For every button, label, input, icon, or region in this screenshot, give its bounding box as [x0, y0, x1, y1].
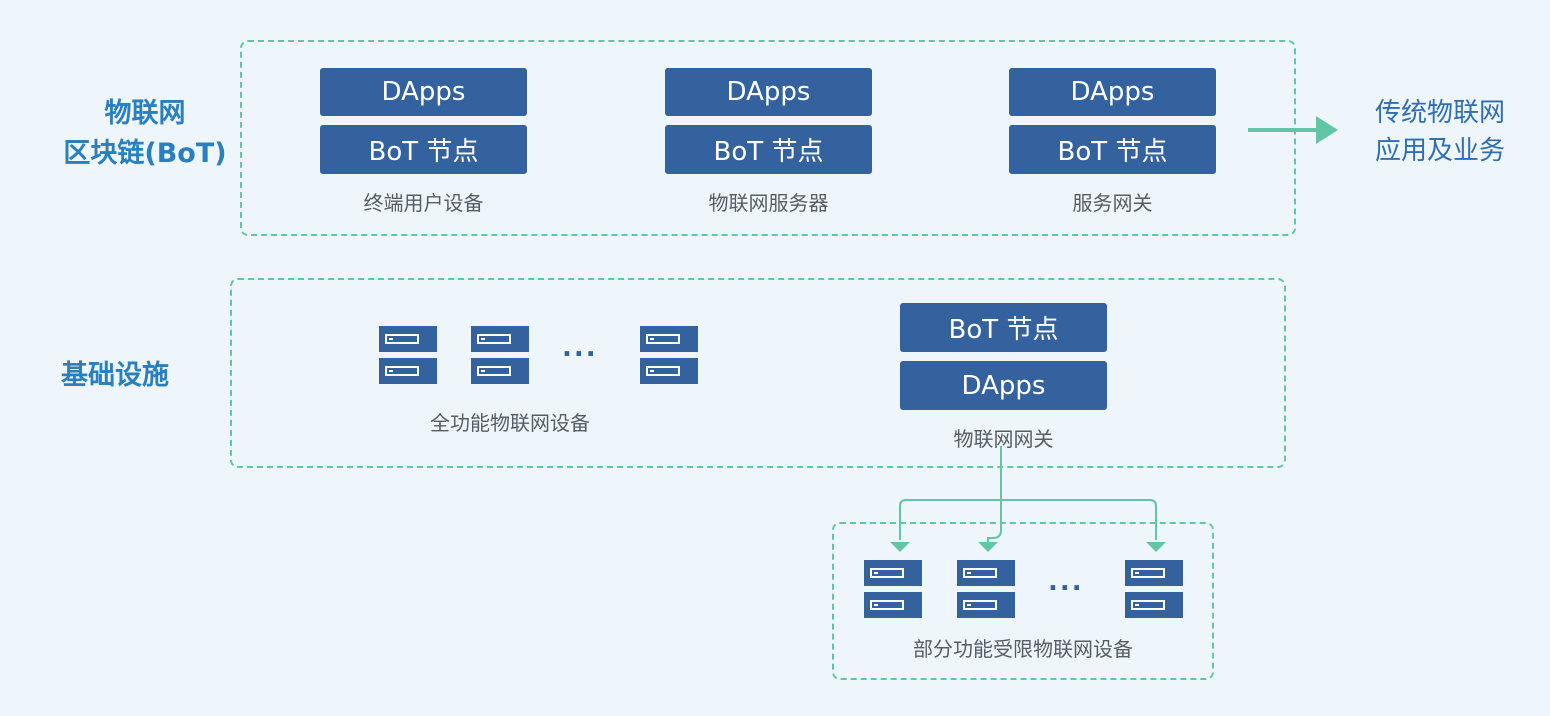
- server-icon: [864, 560, 922, 618]
- gateway-fanout-connector: [899, 446, 1157, 544]
- dapps-block-iot-gateway: DApps: [900, 361, 1107, 410]
- infra-layer-label: 基础设施: [61, 360, 169, 391]
- dapps-block-iot-server: DApps: [665, 68, 872, 116]
- caption-full-devices: 全功能物联网设备: [430, 411, 590, 435]
- bot-layer-label-line2: 区块链(BoT): [63, 138, 227, 169]
- bot-layer-label: 物联网 区块链(BoT): [20, 94, 270, 174]
- arrow-down-icon: [1146, 542, 1166, 552]
- caption-iot-server: 物联网服务器: [708, 191, 829, 215]
- arrow-down-icon: [978, 542, 998, 552]
- full-devices-ellipsis: ...: [562, 333, 598, 363]
- traditional-iot-label-line1: 传统物联网: [1374, 98, 1505, 128]
- server-icon: [471, 326, 529, 384]
- caption-iot-gateway: 物联网网关: [953, 427, 1054, 451]
- limited-devices-ellipsis: ...: [1048, 567, 1084, 597]
- dapps-block-service-gateway: DApps: [1009, 68, 1216, 116]
- infra-layer-box: [230, 278, 1286, 468]
- limited-devices-box: [832, 522, 1214, 680]
- bot-node-block-iot-server: BoT 节点: [665, 125, 872, 174]
- arrow-right-icon: [1248, 116, 1338, 144]
- server-icon: [957, 560, 1015, 618]
- bot-layer-box: [240, 40, 1296, 236]
- traditional-iot-label: 传统物联网 应用及业务: [1350, 94, 1530, 170]
- server-icon: [379, 326, 437, 384]
- bot-node-block-iot-gateway: BoT 节点: [900, 303, 1107, 352]
- server-icon: [1125, 560, 1183, 618]
- caption-limited-devices: 部分功能受限物联网设备: [913, 637, 1133, 661]
- dapps-block-end-user: DApps: [320, 68, 527, 116]
- bot-node-block-service-gateway: BoT 节点: [1009, 125, 1216, 174]
- server-icon: [640, 326, 698, 384]
- bot-layer-label-line1: 物联网: [104, 98, 186, 129]
- caption-service-gateway: 服务网关: [1072, 191, 1153, 215]
- caption-end-user: 终端用户设备: [363, 191, 484, 215]
- bot-node-block-end-user: BoT 节点: [320, 125, 527, 174]
- traditional-iot-label-line2: 应用及业务: [1374, 136, 1505, 166]
- arrow-down-icon: [890, 542, 910, 552]
